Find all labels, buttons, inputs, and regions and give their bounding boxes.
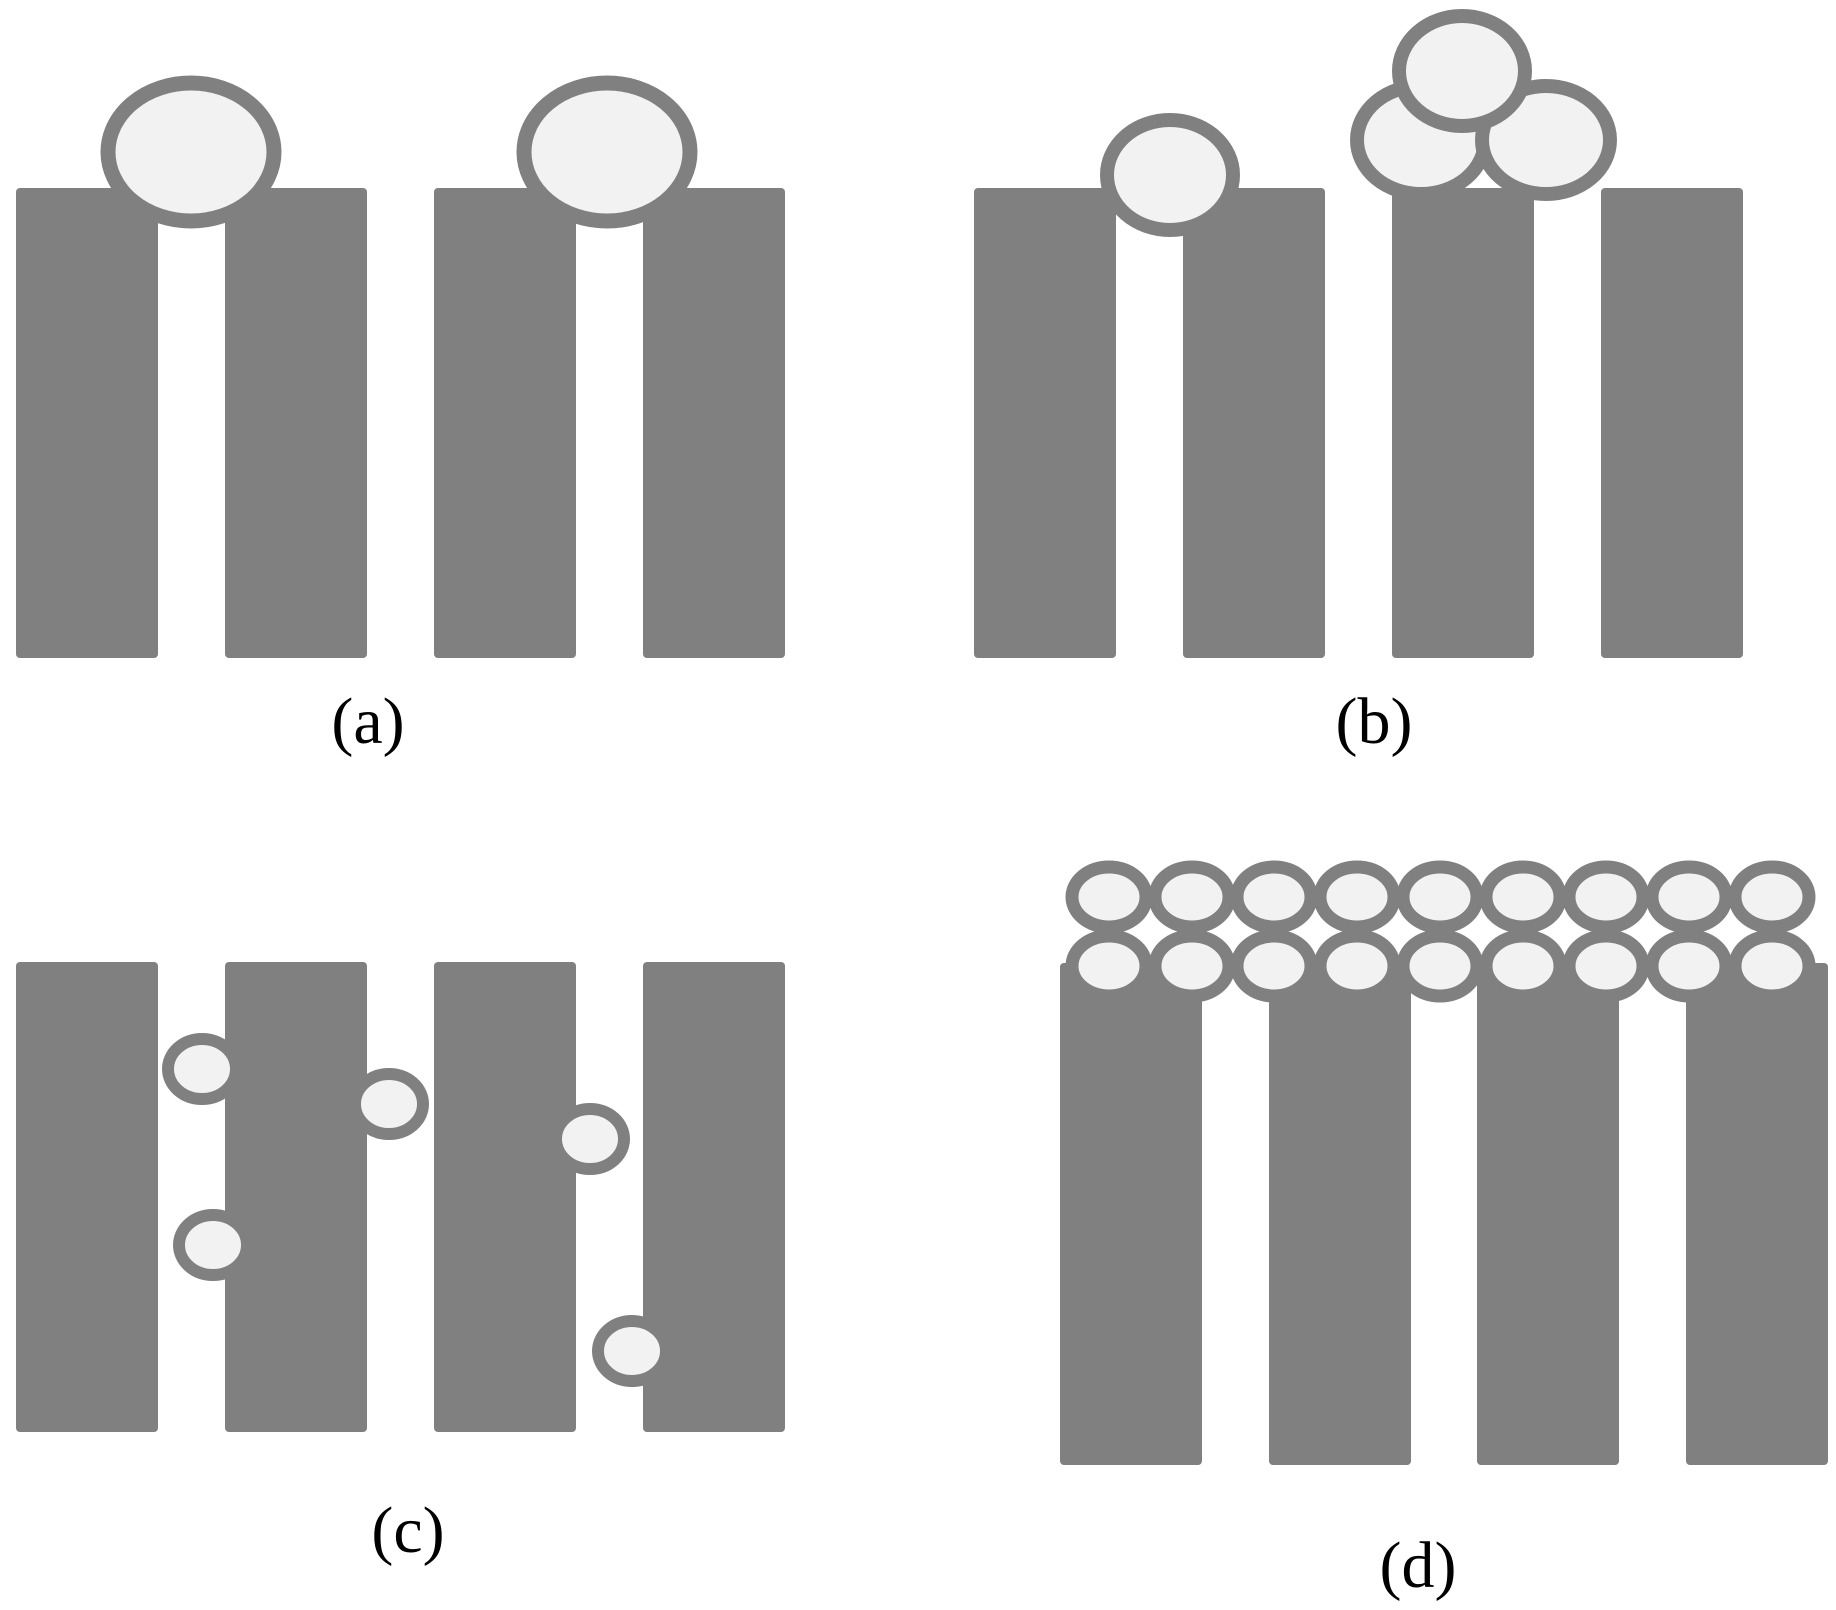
panel-d-particle (1230, 860, 1318, 934)
panel-b-particle-3 (1475, 79, 1617, 201)
panel-d-pillar-1 (1060, 963, 1202, 1465)
panel-a-label: (a) (331, 685, 404, 758)
panel-a-pillars (16, 188, 785, 658)
panel-a: (a) (16, 75, 785, 758)
panel-c-pillar-4 (643, 962, 785, 1432)
panel-a-particle-1 (100, 75, 282, 229)
panel-b-label: (b) (1336, 685, 1413, 758)
panel-c-pillar-3 (434, 962, 576, 1432)
panel-d-particle (1313, 929, 1401, 1003)
panel-c-particle-2 (349, 1068, 429, 1140)
panel-d-particle (1396, 929, 1484, 1003)
panel-d-particle (1728, 929, 1816, 1003)
panel-d-particle (1148, 860, 1236, 934)
panel-d-particle (1396, 860, 1484, 934)
panel-c: (c) (16, 962, 785, 1567)
panel-d-particle (1645, 860, 1733, 934)
panel-d-pillar-3 (1477, 963, 1619, 1465)
panel-c-particle-5 (592, 1315, 672, 1387)
panel-d-particle (1562, 860, 1650, 934)
panel-a-pillar-3 (434, 188, 576, 658)
panel-a-pillar-2 (225, 188, 367, 658)
panel-c-pillars (16, 962, 785, 1432)
panel-c-label: (c) (371, 1494, 444, 1567)
panel-d-particle-layer (1065, 860, 1816, 1003)
panel-d-particle (1065, 860, 1153, 934)
panel-d-particle (1645, 929, 1733, 1003)
panel-d-particle (1065, 929, 1153, 1003)
panel-d: (d) (1060, 860, 1828, 1602)
panel-d-particle (1479, 860, 1567, 934)
panel-c-particle-3 (550, 1103, 630, 1175)
panel-c-pillar-1 (16, 962, 158, 1432)
panel-a-pillar-4 (643, 188, 785, 658)
panel-d-label: (d) (1380, 1529, 1457, 1602)
panel-d-particle (1230, 929, 1318, 1003)
panel-c-pillar-2 (225, 962, 367, 1432)
panel-d-pillar-2 (1269, 963, 1411, 1465)
panel-d-pillar-4 (1686, 963, 1828, 1465)
panel-c-particle-4 (173, 1209, 253, 1281)
panel-b-pillar-2 (1183, 188, 1325, 658)
panel-b-pillar-3 (1392, 188, 1534, 658)
panel-d-particle (1728, 860, 1816, 934)
panel-c-particles (162, 1033, 672, 1387)
panel-b-pillars (974, 188, 1743, 658)
panel-d-particle (1562, 929, 1650, 1003)
panel-b-pillar-4 (1601, 188, 1743, 658)
panel-a-pillar-1 (16, 188, 158, 658)
panel-b-pillar-1 (974, 188, 1116, 658)
panel-d-particle (1148, 929, 1236, 1003)
panel-a-particles (100, 75, 698, 229)
panel-b-particle-4 (1392, 9, 1532, 133)
panel-c-particle-1 (162, 1033, 242, 1105)
panel-b-particle-1 (1100, 113, 1240, 237)
panel-b-particles (1100, 9, 1617, 237)
panel-d-particle (1313, 860, 1401, 934)
panel-d-pillars (1060, 963, 1828, 1465)
panel-b: (b) (974, 9, 1743, 758)
panel-a-particle-2 (516, 75, 698, 229)
panel-d-particle (1479, 929, 1567, 1003)
